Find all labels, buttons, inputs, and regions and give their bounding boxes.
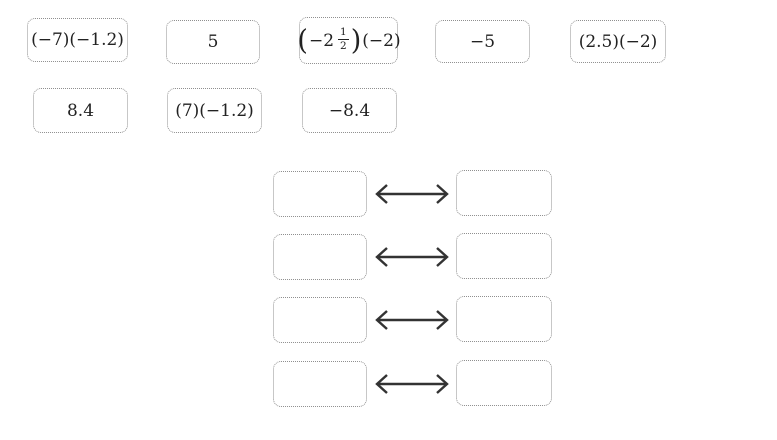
tile-2point5-times-neg2[interactable]: (2.5)(−2) — [570, 20, 666, 63]
big-paren-open-icon: ( — [297, 24, 308, 57]
double-arrow-icon — [370, 371, 454, 397]
tile-neg8point4[interactable]: −8.4 — [302, 88, 397, 133]
big-paren-close-icon: ) — [350, 24, 362, 57]
double-arrow-icon — [370, 244, 454, 270]
match-slot-left-4[interactable] — [273, 361, 367, 407]
double-arrow-icon — [370, 307, 454, 333]
tile-7-times-neg1point2[interactable]: (7)(−1.2) — [167, 88, 262, 133]
double-arrow-icon — [370, 181, 454, 207]
tile-neg5[interactable]: −5 — [435, 20, 530, 63]
tile-label: (−2) — [362, 30, 401, 51]
match-slot-right-2[interactable] — [456, 233, 552, 279]
match-slot-right-4[interactable] — [456, 360, 552, 406]
match-slot-left-2[interactable] — [273, 234, 367, 280]
match-slot-left-1[interactable] — [273, 171, 367, 217]
tile-label: −2 — [308, 30, 335, 51]
match-slot-left-3[interactable] — [273, 297, 367, 343]
match-slot-right-3[interactable] — [456, 296, 552, 342]
fraction-denominator: 2 — [338, 38, 349, 52]
tile-8point4[interactable]: 8.4 — [33, 88, 128, 133]
match-slot-right-1[interactable] — [456, 170, 552, 216]
tile-neg7-times-neg1point2[interactable]: (−7)(−1.2) — [27, 18, 128, 62]
tile-5[interactable]: 5 — [166, 20, 260, 64]
fraction-numerator: 1 — [340, 26, 347, 39]
